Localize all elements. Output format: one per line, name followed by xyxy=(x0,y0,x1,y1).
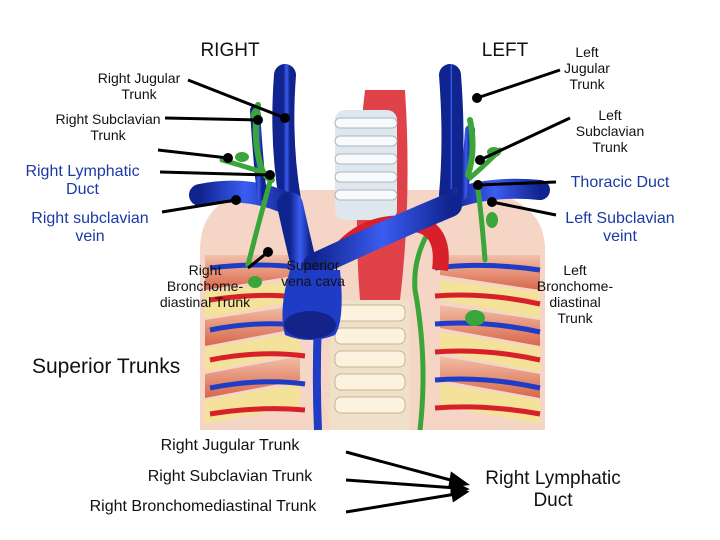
summary-input-subclavian: Right Subclavian Trunk xyxy=(147,468,313,485)
summary-input-jugular: Right Jugular Trunk xyxy=(160,437,300,454)
left-side-header: LEFT xyxy=(481,40,529,61)
summary-output-right-lymphatic-duct: Right Lymphatic Duct xyxy=(485,468,621,511)
svc-opening xyxy=(284,311,336,339)
superior-trunks-title: Superior Trunks xyxy=(32,355,181,378)
right-bronchomediastinal-trunk-label: Right Bronchome-diastinal Trunk xyxy=(159,262,251,311)
summary-arrows xyxy=(345,450,470,514)
lymph-nodes xyxy=(235,108,501,326)
left-subclavian-vein-label: Left Subclavian veint xyxy=(565,210,675,246)
summary-input-bronchomediastinal: Right Bronchomediastinal Trunk xyxy=(89,498,317,515)
right-subclavian-vein-label: Right subclavian vein xyxy=(31,210,149,246)
right-jugular-trunk-label: Right Jugular Trunk xyxy=(97,70,181,103)
leader-lines xyxy=(157,68,571,270)
left-bronchomediastinal-trunk-label: Left Bronchome-diastinal Trunk xyxy=(536,262,614,327)
right-side-header: RIGHT xyxy=(200,40,260,61)
intercostal-vessels-right xyxy=(209,262,306,417)
vertebral-column xyxy=(330,300,410,430)
left-jugular-trunk-label: Left Jugular Trunk xyxy=(564,44,610,93)
thoracic-duct-label: Thoracic Duct xyxy=(570,174,670,191)
trachea xyxy=(334,110,398,220)
right-lymphatic-duct-label: Right Lymphatic Duct xyxy=(25,163,140,199)
intercostal-vessels-left xyxy=(434,262,541,417)
superior-vena-cava-label: Superior vena cava xyxy=(281,257,345,290)
right-subclavian-trunk-label: Right Subclavian Trunk xyxy=(55,111,161,144)
left-subclavian-trunk-label: Left Subclavian Trunk xyxy=(575,107,645,156)
